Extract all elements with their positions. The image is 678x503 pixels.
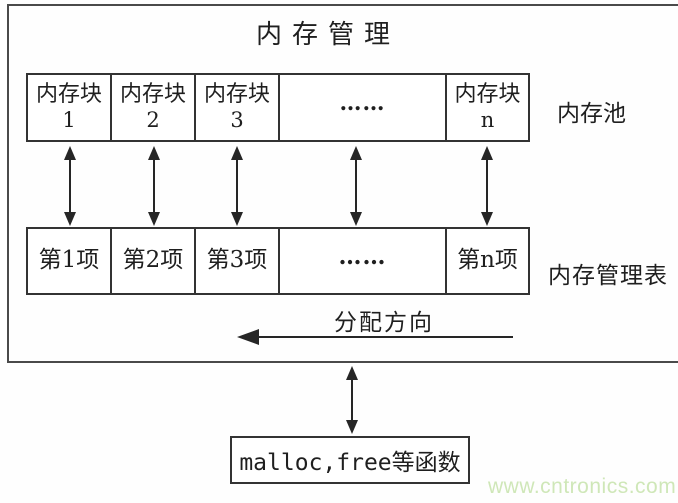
memory-block-index: 1 — [62, 108, 76, 133]
ellipsis-label: …… — [339, 89, 386, 116]
double-arrow-functions — [345, 366, 359, 434]
table-item-cell-1: 第1项 — [28, 229, 112, 293]
memory-pool-label: 内存池 — [557, 101, 626, 127]
arrow-shaft — [236, 156, 238, 216]
diagram-outer-frame — [7, 4, 678, 363]
management-table-label: 内存管理表 — [548, 263, 668, 289]
memory-block-cell-1: 内存块 1 — [28, 75, 112, 140]
table-item-cell-ellipsis: …… — [280, 229, 447, 293]
memory-block-label: 内存块 — [35, 82, 102, 108]
malloc-free-functions-box: malloc,free等函数 — [230, 436, 470, 484]
double-arrow-1 — [63, 146, 77, 226]
memory-block-cell-n: 内存块 n — [447, 75, 528, 140]
double-arrow-2 — [147, 146, 161, 226]
table-item-label: 第3项 — [206, 247, 268, 274]
table-item-cell-3: 第3项 — [196, 229, 280, 293]
ellipsis-label: …… — [338, 243, 387, 271]
memory-block-index: 2 — [146, 108, 160, 133]
table-item-cell-2: 第2项 — [112, 229, 196, 293]
left-arrowhead-icon — [237, 328, 259, 345]
table-item-label: 第n项 — [457, 247, 518, 274]
memory-block-index: 3 — [230, 108, 244, 133]
arrow-shaft — [69, 156, 71, 216]
memory-block-cell-3: 内存块 3 — [196, 75, 280, 140]
double-arrow-4 — [349, 146, 363, 226]
allocation-direction-label: 分配方向 — [334, 310, 434, 336]
memory-block-label: 内存块 — [119, 82, 186, 108]
table-item-cell-n: 第n项 — [447, 229, 528, 293]
diagram-title: 内存管理 — [255, 20, 401, 50]
memory-block-label: 内存块 — [454, 82, 521, 108]
arrow-shaft — [486, 156, 488, 216]
memory-block-cell-ellipsis: …… — [280, 75, 447, 140]
double-arrow-5 — [480, 146, 494, 226]
arrow-shaft — [355, 156, 357, 216]
watermark: www.cntronics.com — [488, 475, 677, 498]
memory-block-label: 内存块 — [203, 82, 270, 108]
functions-label: malloc,free等函数 — [239, 450, 461, 476]
double-arrow-3 — [230, 146, 244, 226]
allocation-direction-arrow — [237, 328, 513, 345]
management-table-row: 第1项 第2项 第3项 …… 第n项 — [26, 227, 530, 295]
arrow-shaft — [153, 156, 155, 216]
table-item-label: 第1项 — [38, 247, 100, 274]
memory-block-index: n — [480, 108, 495, 133]
table-item-label: 第2项 — [122, 247, 184, 274]
arrow-shaft — [255, 335, 513, 338]
arrow-shaft — [351, 376, 353, 424]
memory-pool-row: 内存块 1 内存块 2 内存块 3 …… 内存块 n — [26, 73, 530, 142]
memory-block-cell-2: 内存块 2 — [112, 75, 196, 140]
